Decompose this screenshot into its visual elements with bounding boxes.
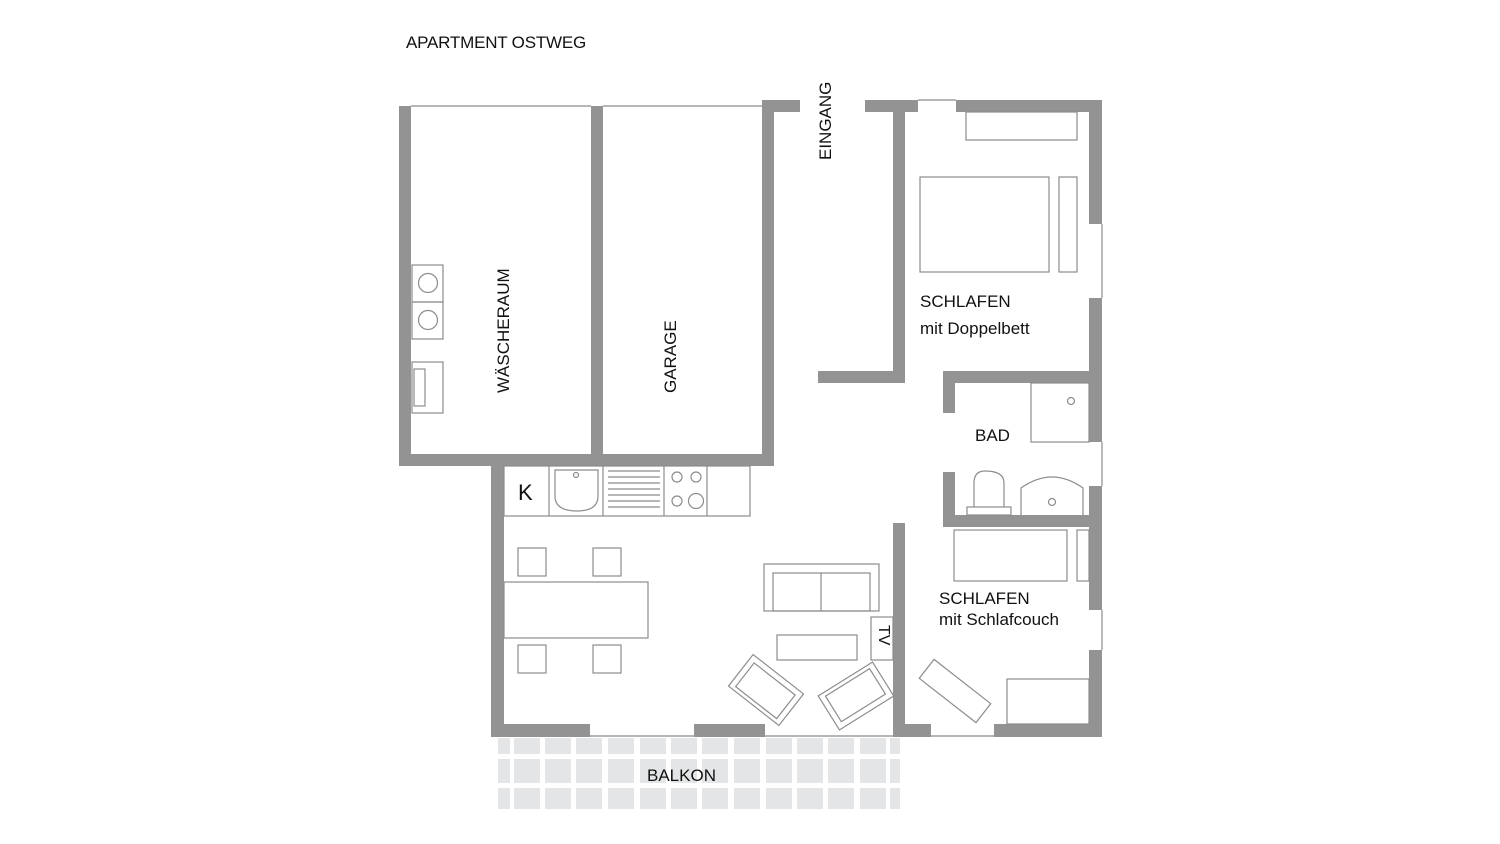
room-label-schlafen-2: SCHLAFEN xyxy=(939,589,1030,608)
thin-lines xyxy=(411,99,1103,737)
room-label-eingang: EINGANG xyxy=(816,81,835,160)
room-label-garage: GARAGE xyxy=(661,320,680,393)
room-label-schlafen-2-sub: mit Schlafcouch xyxy=(939,610,1059,629)
room-label-bad: BAD xyxy=(975,426,1010,445)
tv-label: TV xyxy=(875,625,892,646)
kitchen-label: K xyxy=(518,480,533,505)
walls xyxy=(399,100,1102,737)
plan-title: APARTMENT OSTWEG xyxy=(406,33,587,52)
room-label-balkon: BALKON xyxy=(647,766,716,785)
balcony-tiles xyxy=(498,738,900,809)
room-label-waescheraum: WÄSCHERAUM xyxy=(494,268,513,393)
room-label-schlafen-1: SCHLAFEN xyxy=(920,292,1011,311)
room-label-schlafen-1-sub: mit Doppelbett xyxy=(920,319,1030,338)
